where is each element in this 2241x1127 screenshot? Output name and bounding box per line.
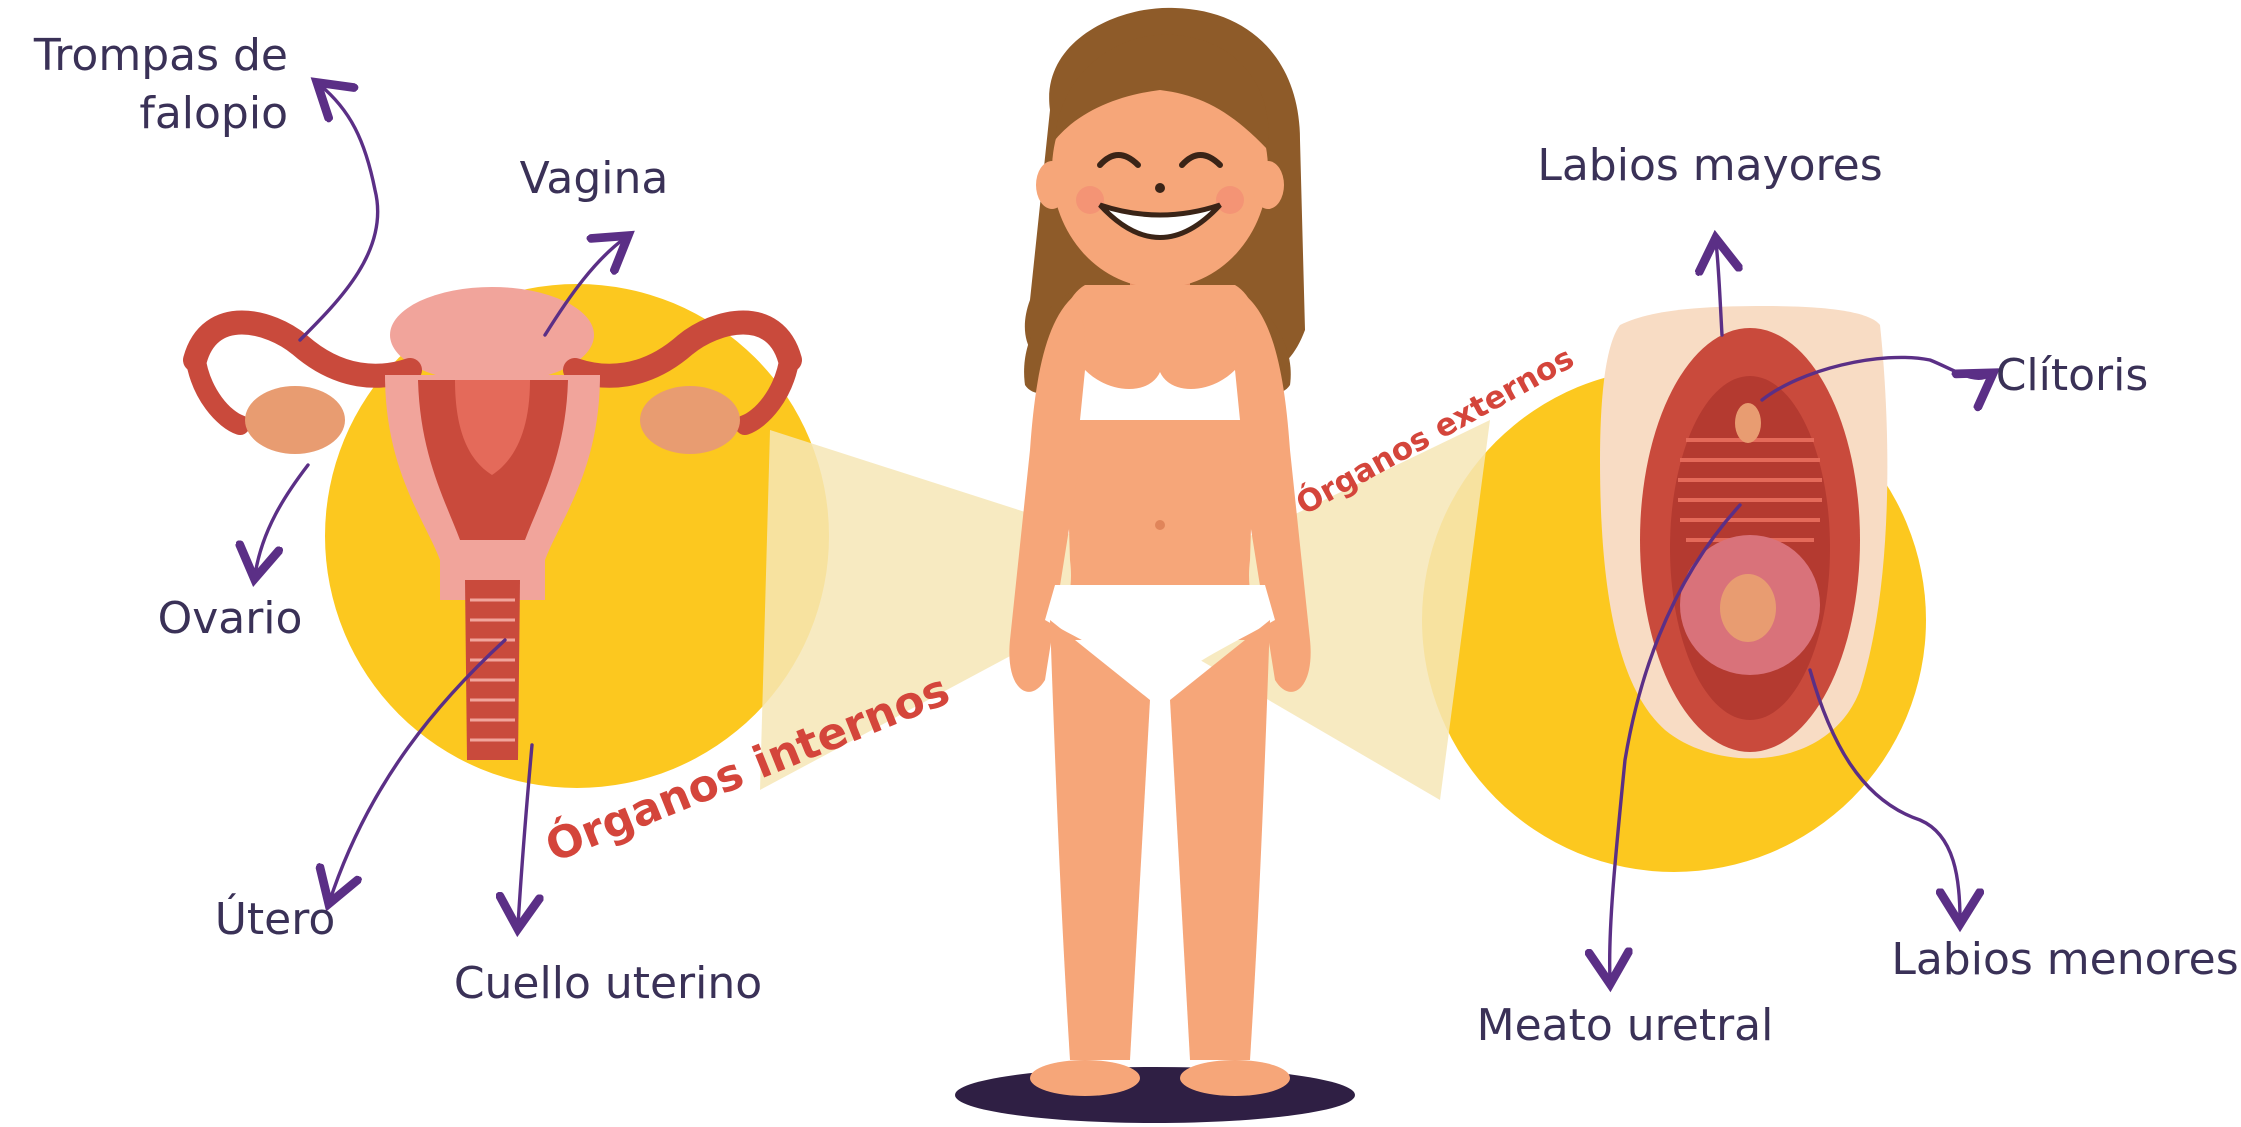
girl-illustration [1009,8,1310,1096]
label-meato-uretral: Meato uretral [1477,1000,1774,1051]
label-clitoris: Clítoris [1996,350,2149,401]
label-trompas-line1: Trompas de [33,30,288,81]
label-trompas-line2: falopio [139,88,288,139]
label-utero: Útero [215,892,336,945]
label-labios-mayores: Labios mayores [1537,140,1882,191]
label-labios-menores: Labios menores [1891,934,2238,985]
vulva-illustration [1600,306,1887,758]
label-cuello-uterino: Cuello uterino [454,958,762,1009]
girl-shadow [955,1067,1355,1123]
label-vagina: Vagina [520,153,669,204]
label-ovario: Ovario [158,593,303,644]
